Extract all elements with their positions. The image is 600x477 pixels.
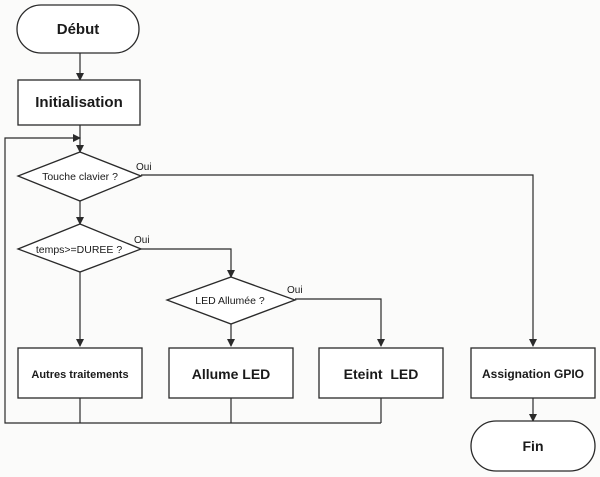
init-label: Initialisation (35, 94, 123, 111)
led-off-label: Eteint LED (344, 366, 419, 382)
init-process: Initialisation (17, 79, 141, 126)
arrow-time-yes-to-led (141, 248, 235, 278)
start-terminal: Début (16, 4, 140, 54)
decision-key-label: Touche clavier ? (42, 171, 118, 183)
connectors (4, 53, 537, 424)
loop-back-line (4, 134, 381, 424)
decision-led-yes-label: Oui (287, 285, 303, 296)
end-terminal: Fin (470, 420, 596, 472)
other-processing-label: Autres traitements (31, 369, 128, 381)
start-label: Début (57, 21, 100, 38)
decision-time-yes-label: Oui (134, 235, 150, 246)
arrow-key-yes-to-gpio (141, 174, 537, 347)
decision-time-label: temps>=DUREE ? (36, 244, 123, 256)
end-label: Fin (523, 438, 544, 454)
decision-key-yes-label: Oui (136, 162, 152, 173)
gpio-label: Assignation GPIO (482, 367, 584, 381)
arrow-led-yes-to-off (295, 298, 385, 347)
decision-key: Touche clavier ? (16, 151, 143, 202)
decision-time: temps>=DUREE ? (16, 223, 143, 273)
decision-led-label: LED Allumée ? (195, 295, 265, 307)
led-on-box: Allume LED (168, 347, 294, 399)
decision-led: LED Allumée ? (165, 276, 297, 325)
other-processing-box: Autres traitements (17, 347, 143, 399)
led-off-box: Eteint LED (318, 347, 444, 399)
gpio-box: Assignation GPIO (470, 347, 596, 399)
led-on-label: Allume LED (192, 366, 271, 382)
